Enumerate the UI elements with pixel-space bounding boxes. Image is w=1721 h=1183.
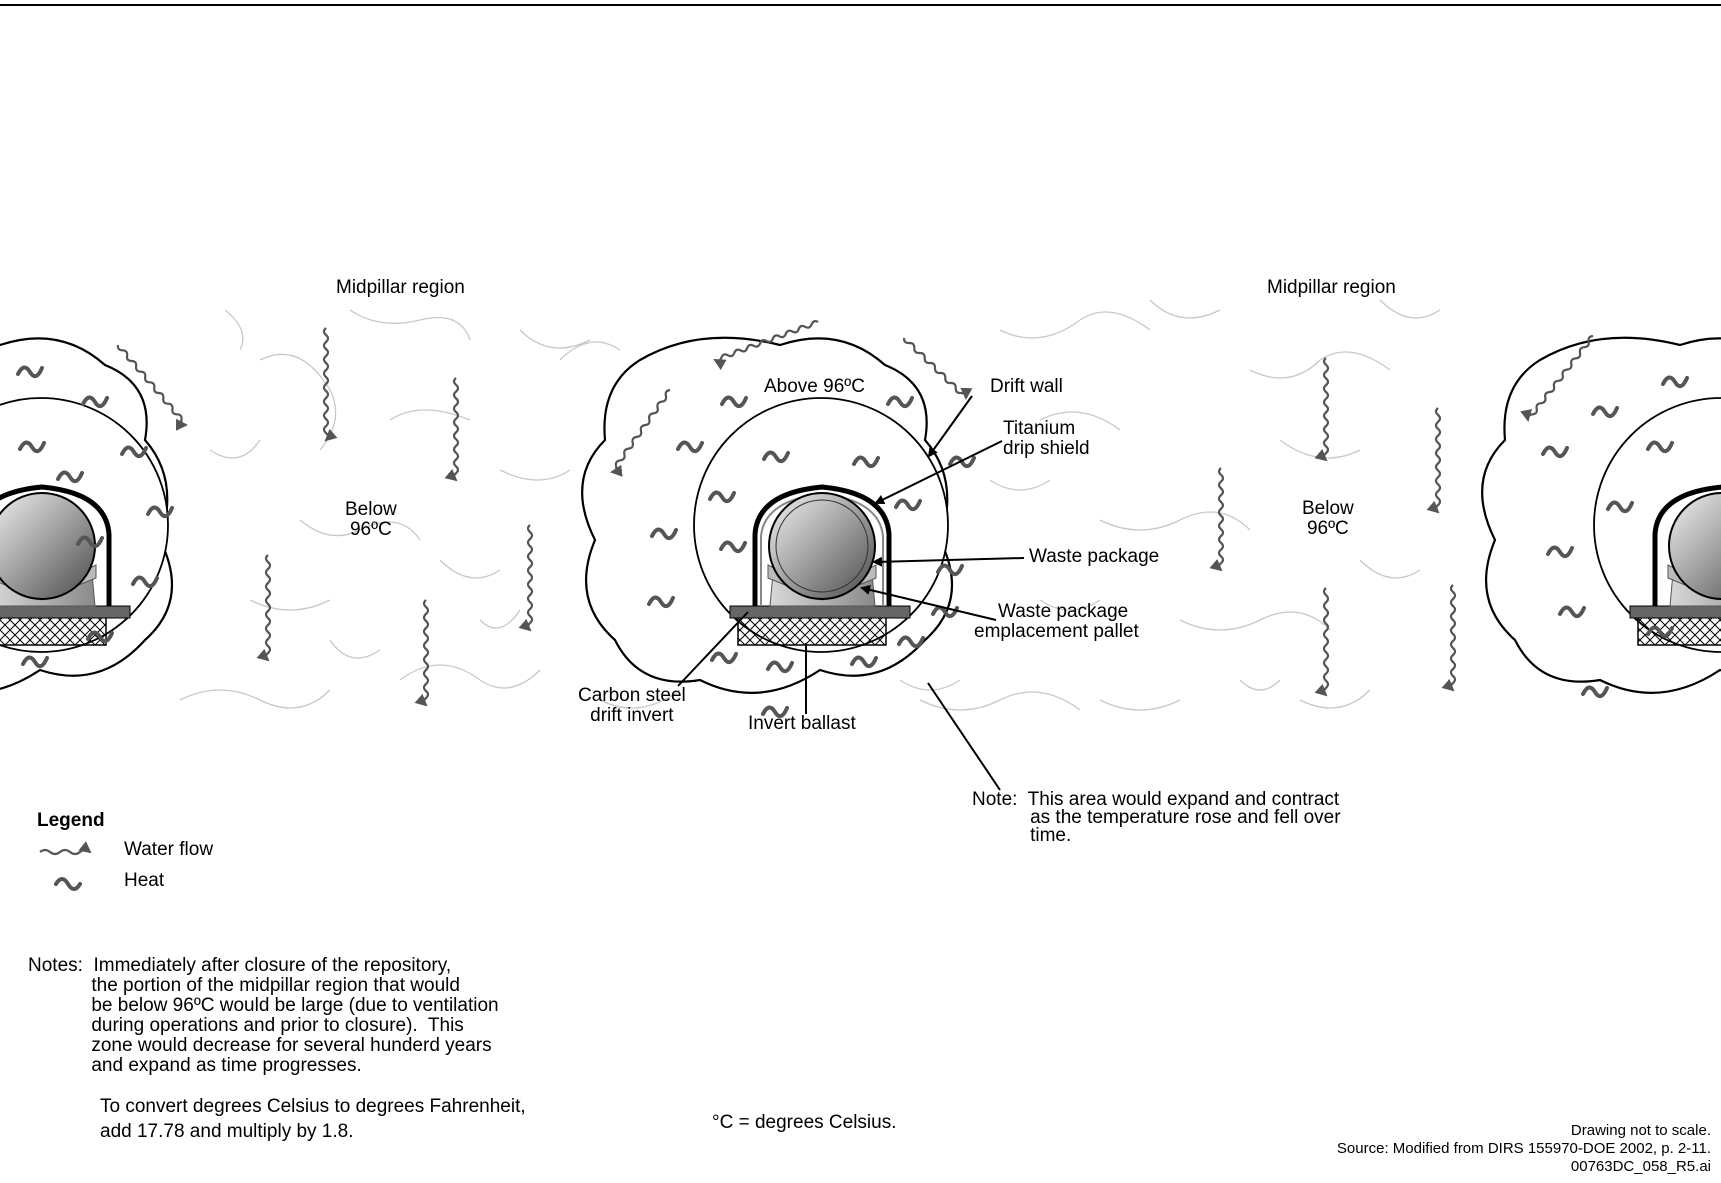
heat-squiggle <box>1581 685 1609 699</box>
center-drift <box>581 336 954 694</box>
file-id: 00763DC_058_R5.ai <box>1570 1158 1711 1175</box>
right-drift <box>1481 336 1721 694</box>
waste-package-label: Waste package <box>1029 546 1160 567</box>
rock-fractures <box>179 299 1441 711</box>
heat-squiggle <box>897 635 925 649</box>
heat-squiggle <box>650 527 678 541</box>
left-drift <box>0 337 174 691</box>
center-heated-zone-boundary <box>581 336 954 694</box>
center-carbon-steel-invert <box>729 605 911 619</box>
heat-squiggle <box>762 450 790 464</box>
emplacement-pallet-label: Waste package emplacement pallet <box>974 601 1139 642</box>
legend-heat-label: Heat <box>124 870 165 891</box>
heat-squiggle <box>120 445 148 459</box>
water-flow-arrow <box>1314 357 1330 462</box>
legend-title: Legend <box>37 810 105 831</box>
heat-squiggle <box>710 651 738 665</box>
water-flow-arrow <box>902 337 973 400</box>
leader-pallet <box>860 584 997 621</box>
below-96-label-right: Below 96ºC <box>1302 498 1354 539</box>
above-96-label: Above 96ºC <box>764 376 865 397</box>
water-flow-arrow-icon <box>39 841 92 856</box>
center-invert-ballast <box>737 616 887 646</box>
heat-squiggle <box>886 395 914 409</box>
legend-water-flow-label: Water flow <box>124 839 214 860</box>
source-note: Source: Modified from DIRS 155970-DOE 20… <box>1336 1140 1711 1157</box>
heat-squiggle <box>719 540 747 554</box>
heat-squiggle <box>1661 375 1689 389</box>
heat-squiggles <box>16 365 1689 719</box>
heat-squiggle <box>894 498 922 512</box>
midpillar-label-right: Midpillar region <box>1267 277 1396 298</box>
heat-squiggle <box>146 505 174 519</box>
invert-ballast-label: Invert ballast <box>748 713 856 734</box>
heat-squiggle <box>86 630 114 644</box>
heat-squiggle <box>76 535 104 549</box>
heat-squiggle <box>21 655 49 669</box>
heat-squiggle <box>81 395 109 409</box>
heat-squiggle <box>1646 625 1674 639</box>
celsius-note: °C = degrees Celsius. <box>712 1112 897 1133</box>
water-flow-arrow <box>116 344 188 431</box>
water-flow-arrow <box>322 327 338 442</box>
heat-squiggle <box>948 455 976 469</box>
leader-drip-shield <box>874 440 1003 504</box>
center-drip-shield <box>752 484 892 606</box>
heat-squiggle <box>708 490 736 504</box>
closure-note: Notes: Immediately after closure of the … <box>28 955 499 1076</box>
water-flow-arrow <box>518 524 534 632</box>
water-flow-arrow <box>713 320 819 371</box>
heat-squiggle <box>647 595 675 609</box>
drift-wall-label: Drift wall <box>990 376 1063 397</box>
scale-note: Drawing not to scale. <box>1570 1122 1711 1139</box>
leader-waste-package <box>872 556 1025 567</box>
heat-squiggle <box>18 440 46 454</box>
heat-squiggle <box>1558 605 1586 619</box>
heat-squiggle <box>131 575 159 589</box>
water-flow-arrow <box>256 554 272 662</box>
heat-squiggle <box>850 655 878 669</box>
titanium-drip-shield-label: Titanium drip shield <box>1003 418 1090 459</box>
center-waste-package <box>768 492 876 600</box>
heat-squiggle-icon <box>54 877 82 891</box>
heat-squiggle <box>766 660 794 674</box>
heat-squiggle <box>56 470 84 484</box>
water-flow-arrow <box>1314 587 1330 697</box>
heat-squiggle <box>761 705 789 719</box>
water-flow-arrow <box>1520 334 1594 422</box>
water-flow-arrow <box>1426 407 1442 514</box>
heat-squiggle <box>1591 405 1619 419</box>
heat-squiggle <box>676 440 704 454</box>
leader-area-note <box>927 682 1001 791</box>
carbon-steel-invert-label: Carbon steel drift invert <box>578 685 686 726</box>
leader-drift-wall <box>927 395 973 458</box>
leader-invert <box>677 611 749 687</box>
heat-squiggle <box>1646 440 1674 454</box>
heat-squiggle <box>16 365 44 379</box>
heat-squiggle <box>1541 445 1569 459</box>
heat-squiggle <box>1606 500 1634 514</box>
heat-squiggle <box>931 605 959 619</box>
heat-squiggle <box>1546 545 1574 559</box>
water-flow-arrow <box>414 599 430 707</box>
heat-squiggle <box>936 563 964 577</box>
water-flow-arrow <box>1441 584 1457 692</box>
water-flow-arrow <box>1209 467 1225 572</box>
water-flow-arrow <box>610 388 671 477</box>
conversion-note: To convert degrees Celsius to degrees Fa… <box>100 1096 526 1142</box>
area-note: Note: This area would expand and contrac… <box>972 789 1341 846</box>
heat-squiggle <box>852 455 880 469</box>
below-96-label-left: Below 96ºC <box>345 499 397 540</box>
heat-squiggle <box>720 395 748 409</box>
water-flow-arrow <box>444 377 460 482</box>
water-flow-arrows <box>116 320 1594 707</box>
leader-lines <box>677 395 1025 791</box>
midpillar-label-left: Midpillar region <box>336 277 465 298</box>
